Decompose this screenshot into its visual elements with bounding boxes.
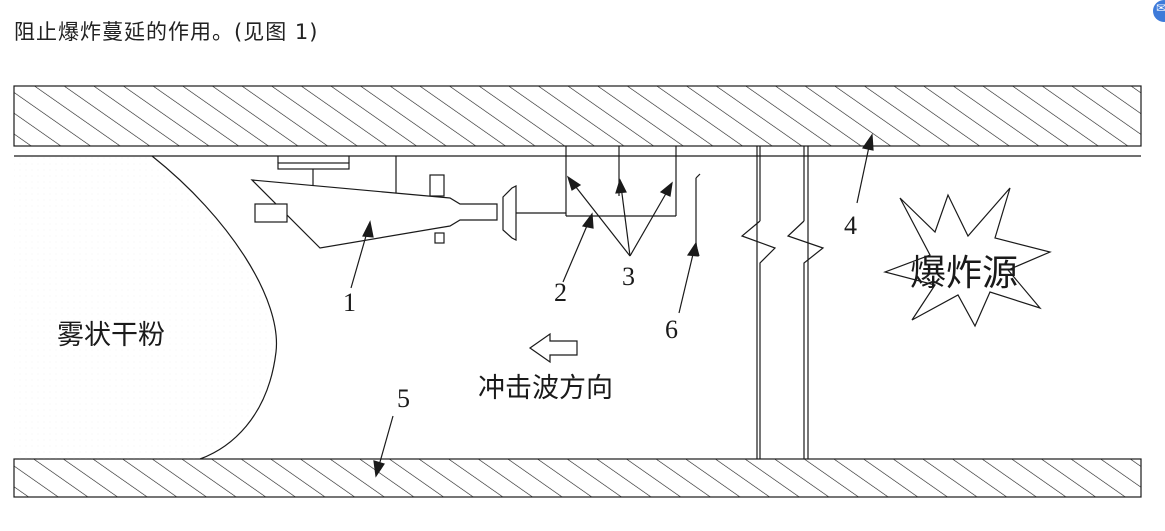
part-number-3: 3 — [622, 262, 635, 291]
part-number-1: 1 — [343, 288, 356, 317]
broken-section — [740, 146, 825, 459]
suppression-device — [250, 156, 566, 249]
explosion-source-label: 爆炸源 — [910, 253, 1018, 294]
bottom-wall — [13, 458, 1142, 498]
shock-wave-direction-label: 冲击波方向 — [478, 373, 613, 404]
figure-caption: 阻止爆炸蔓延的作用。(见图 1) — [14, 20, 319, 44]
leader-lines — [350, 133, 874, 478]
translate-icon[interactable]: ✉ — [1153, 0, 1165, 22]
dust-cloud-boundary — [151, 155, 278, 460]
part-number-5: 5 — [397, 384, 410, 413]
dust-label: 雾状干粉 — [57, 320, 165, 351]
dust-cloud-region — [14, 156, 277, 459]
shock-wave-arrow-icon — [528, 332, 578, 364]
part-number-4: 4 — [844, 211, 857, 240]
top-wall — [13, 85, 1142, 147]
part-number-6: 6 — [665, 315, 678, 344]
part-number-2: 2 — [554, 278, 567, 307]
explosion-burst-icon — [883, 187, 1052, 328]
